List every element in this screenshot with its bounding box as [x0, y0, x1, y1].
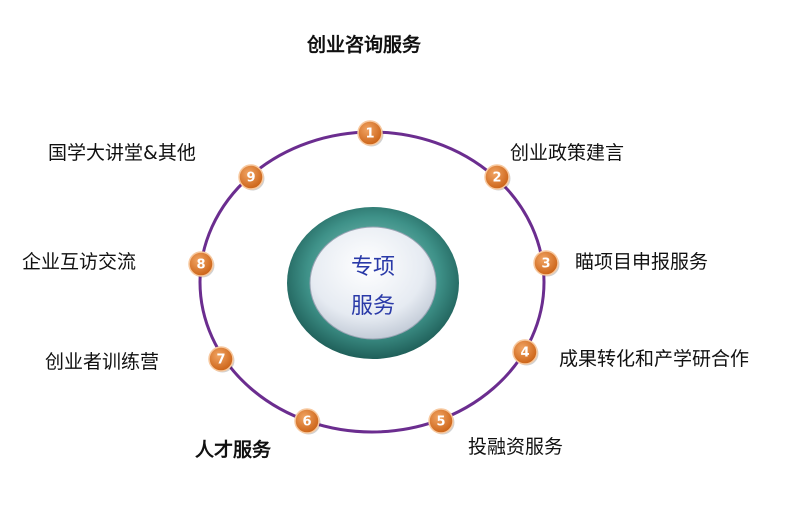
node-marker-2: 2 — [484, 164, 511, 191]
node-label-1: 创业咨询服务 — [307, 34, 422, 56]
node-marker-9: 9 — [238, 164, 265, 191]
node-number: 4 — [520, 346, 529, 361]
node-circle — [238, 164, 264, 190]
node-circle — [188, 251, 214, 277]
node-marker-8: 8 — [188, 251, 215, 278]
node-label-6: 人才服务 — [195, 439, 272, 461]
node-circle — [428, 408, 454, 434]
node-number: 6 — [302, 415, 311, 430]
node-label-8: 企业互访交流 — [22, 251, 137, 273]
node-marker-5: 5 — [428, 408, 455, 435]
node-number: 5 — [436, 415, 445, 430]
node-marker-7: 7 — [208, 346, 235, 373]
node-label-2: 创业政策建言 — [510, 142, 625, 164]
node-number: 2 — [492, 171, 501, 186]
node-marker-1: 1 — [357, 120, 384, 147]
node-label-5: 投融资服务 — [468, 436, 564, 458]
node-number: 3 — [541, 257, 550, 272]
node-label-4: 成果转化和产学研合作 — [559, 348, 750, 370]
node-circle — [294, 408, 320, 434]
node-label-3: 瞄项目申报服务 — [575, 251, 709, 273]
node-layer: 1 2 3 4 5 6 7 8 9 — [188, 120, 560, 435]
node-number: 8 — [196, 258, 205, 273]
node-circle — [208, 346, 234, 372]
node-marker-6: 6 — [294, 408, 321, 435]
center-title-line2: 服务 — [351, 294, 396, 319]
node-marker-4: 4 — [512, 339, 539, 366]
node-marker-3: 3 — [533, 250, 560, 277]
node-label-7: 创业者训练营 — [45, 351, 160, 373]
node-circle — [512, 339, 538, 365]
node-circle — [533, 250, 559, 276]
node-label-9: 国学大讲堂&其他 — [48, 142, 196, 164]
node-circle — [484, 164, 510, 190]
center-inner-disc — [309, 226, 437, 340]
center-hub — [287, 207, 459, 359]
center-title-line1: 专项 — [351, 255, 396, 280]
node-number: 1 — [365, 127, 374, 142]
node-number: 9 — [246, 171, 255, 186]
node-number: 7 — [216, 353, 225, 368]
node-circle — [357, 120, 383, 146]
